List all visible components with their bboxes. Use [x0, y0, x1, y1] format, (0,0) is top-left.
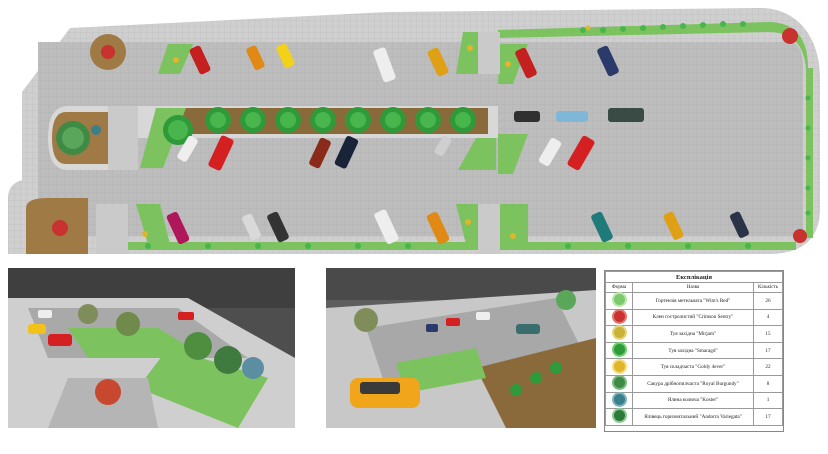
legend-row: Туя західна "Mirjam" 15 — [605, 325, 783, 343]
sakura-symbol-icon — [613, 377, 625, 389]
legend-row: Ялівець горизонтальний "Andorra Variegat… — [605, 408, 783, 426]
col-form: Форма — [605, 282, 633, 293]
green-wedge-7 — [500, 204, 528, 244]
legend-item-qty: 15 — [753, 325, 783, 343]
legend-item-qty: 22 — [753, 358, 783, 376]
legend-item-qty: 8 — [753, 374, 783, 393]
spruce-symbol-icon — [613, 393, 625, 405]
legend-row: Клен гостролистий "Crimson Sentry" 4 — [605, 308, 783, 327]
walkway-2 — [478, 204, 500, 254]
legend-row: Туя складчаста "Goldy 4ever" 22 — [605, 358, 783, 376]
legend-item-qty: 17 — [753, 341, 783, 360]
legend-grid: Експлікація Форма Назва Кількість Гортен… — [605, 271, 783, 426]
legend-item-name: Ялівець горизонтальний "Andorra Variegat… — [632, 408, 754, 426]
legend-item-name: Клен гостролистий "Crimson Sentry" — [632, 308, 754, 327]
perspective-view-2 — [326, 268, 596, 428]
parking-site-plan — [8, 8, 820, 254]
walkway-1 — [96, 204, 128, 254]
legend-row: Туя західна "Smaragd" 17 — [605, 341, 783, 360]
shrubs — [145, 21, 811, 249]
maple-symbol-icon — [613, 310, 625, 322]
legend-row: Сакура дрібнопилчаста "Royal Burgundy" 8 — [605, 374, 783, 393]
island-trees — [52, 28, 807, 243]
walkway-3 — [108, 106, 138, 170]
legend-item-qty: 4 — [753, 308, 783, 327]
legend-row: Ялина колюча "Koster" 1 — [605, 391, 783, 410]
legend-item-name: Сакура дрібнопилчаста "Royal Burgundy" — [632, 374, 754, 393]
walkway-4 — [478, 32, 500, 74]
hydrangea-symbol-icon — [613, 294, 625, 306]
green-strip-bottom — [126, 242, 796, 250]
legend-item-name: Ялина колюча "Koster" — [632, 391, 754, 410]
green-wedge-4 — [498, 134, 528, 174]
legend-table: Експлікація Форма Назва Кількість Гортен… — [604, 270, 784, 432]
legend-item-name: Туя західна "Mirjam" — [632, 325, 754, 343]
legend-item-qty: 1 — [753, 391, 783, 410]
green-wedge-5 — [136, 204, 170, 244]
legend-item-name: Туя західна "Smaragd" — [632, 341, 754, 360]
thuja-goldy-symbol-icon — [613, 360, 625, 372]
perspective-view-1 — [8, 268, 295, 428]
col-name: Назва — [632, 282, 754, 293]
thuja-mirjam-symbol-icon — [613, 327, 625, 339]
thuja-smaragd-symbol-icon — [613, 344, 625, 356]
legend-row: Гортензія метельчата "Wim's Red" 26 — [605, 292, 783, 310]
legend-item-qty: 26 — [753, 292, 783, 310]
parked-cars — [166, 43, 749, 245]
green-wedge-2 — [456, 32, 483, 74]
driving-lane — [38, 42, 803, 236]
juniper-symbol-icon — [613, 410, 625, 422]
legend-title: Експлікація — [605, 271, 783, 283]
island-green-right — [458, 138, 496, 170]
legend-item-qty: 17 — [753, 408, 783, 426]
yellow-shrubs — [142, 25, 591, 239]
col-qty: Кількість — [753, 282, 783, 293]
legend-item-name: Гортензія метельчата "Wim's Red" — [632, 292, 754, 310]
legend-item-name: Туя складчаста "Goldy 4ever" — [632, 358, 754, 376]
